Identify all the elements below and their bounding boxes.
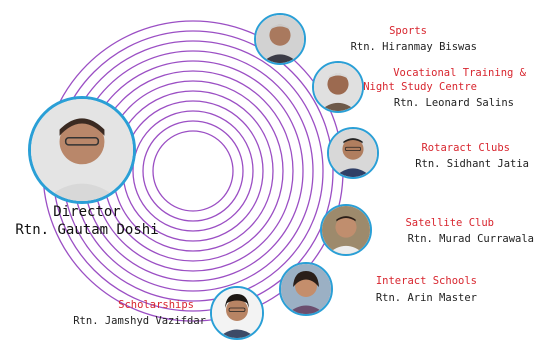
member-name-vocational: Rtn. Leonard Salins — [393, 97, 514, 109]
member-photo-vocational — [312, 61, 364, 113]
member-role-scholarships: Scholarships — [118, 299, 194, 311]
member-name-scholarships: Rtn. Jamshyd Vazifdar — [73, 315, 206, 327]
member-photo-satellite — [320, 204, 372, 256]
member-photo-rotaract — [327, 127, 379, 179]
member-photo-sports — [254, 13, 306, 65]
member-role-interact: Interact Schools — [375, 275, 477, 287]
member-name-satellite: Rtn. Murad Currawala — [407, 233, 534, 245]
member-role-sports: Sports — [389, 25, 427, 37]
member-name-interact: Rtn. Arin Master — [375, 292, 477, 304]
director-title: Director — [53, 204, 121, 220]
member-role-vocational-line2: Night Study Centre — [363, 81, 477, 93]
member-photo-scholarships — [210, 286, 264, 340]
director-photo — [28, 96, 136, 204]
member-role-vocational: Vocational Training & — [393, 67, 526, 79]
member-role-rotaract: Rotaract Clubs — [421, 142, 510, 154]
member-photo-interact — [279, 262, 333, 316]
member-name-sports: Rtn. Hiranmay Biswas — [350, 41, 477, 53]
member-name-rotaract: Rtn. Sidhant Jatia — [415, 158, 529, 170]
member-role-satellite: Satellite Club — [405, 217, 494, 229]
director-name: Rtn. Gautam Doshi — [15, 222, 159, 238]
